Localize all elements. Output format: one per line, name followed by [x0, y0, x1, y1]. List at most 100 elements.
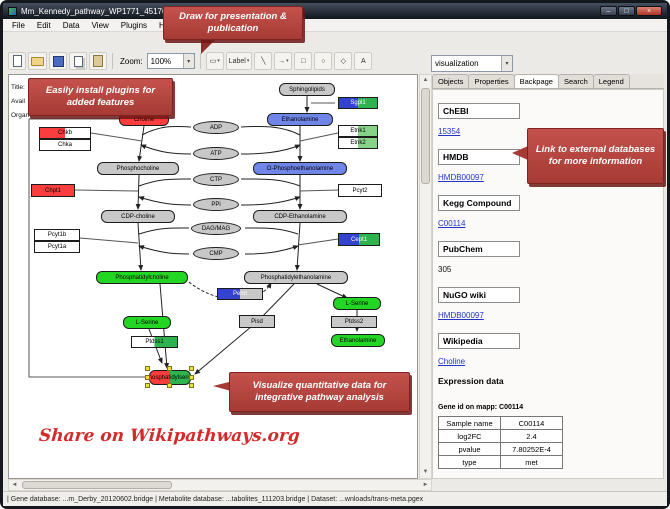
pathway-node-dag-mag[interactable]: DAG/MAG [191, 222, 241, 235]
menu-data[interactable]: Data [62, 20, 80, 30]
app-icon [8, 6, 17, 16]
tool-oval-button[interactable]: ○ [314, 52, 333, 70]
selection-handle[interactable] [167, 366, 172, 371]
open-button[interactable] [28, 52, 47, 70]
tool-connector-button[interactable]: →▾ [274, 52, 293, 70]
tab-backpage[interactable]: Backpage [513, 74, 559, 88]
pathway-node-phosphocholine[interactable]: Phosphocholine [97, 162, 179, 175]
tool-line-button[interactable]: ╲ [254, 52, 273, 70]
pathway-node-pisd[interactable]: Pisd [239, 315, 275, 328]
pathway-node-etnk1[interactable]: Etnk1 [338, 125, 378, 137]
database-link[interactable]: 15354 [438, 127, 461, 136]
close-button[interactable]: × [636, 6, 662, 16]
save-button[interactable] [49, 52, 67, 70]
tool-rectangle-button[interactable]: □ [294, 52, 313, 70]
selection-handle[interactable] [189, 383, 194, 388]
tool-shape-button[interactable]: ◇ [334, 52, 353, 70]
scroll-left-icon[interactable]: ◄ [11, 482, 18, 488]
maximize-button[interactable]: □ [618, 6, 635, 16]
pathway-node-pcyt1a[interactable]: Pcyt1a [34, 241, 80, 253]
database-link[interactable]: Choline [438, 357, 466, 366]
tab-objects[interactable]: Objects [432, 74, 470, 88]
zoom-combobox[interactable]: 100% ▾ [146, 53, 195, 69]
minimize-button[interactable]: – [600, 6, 617, 16]
pathway-node-phosphatidylcholine[interactable]: Phosphatidylcholine [96, 271, 188, 284]
horizontal-scrollbar[interactable]: ◄ ► [8, 479, 432, 491]
database-link[interactable]: C00114 [438, 219, 466, 228]
copy-button[interactable] [69, 52, 87, 70]
pathway-node-pcyt1b[interactable]: Pcyt1b [34, 229, 80, 241]
selection-handle[interactable] [167, 383, 172, 388]
tool-text-button[interactable]: A [354, 52, 373, 70]
database-link[interactable]: HMDB00097 [438, 173, 484, 182]
scroll-right-icon[interactable]: ► [422, 482, 429, 488]
new-button[interactable] [8, 52, 26, 70]
pathway-node-pcyt2[interactable]: Pcyt2 [338, 184, 382, 197]
selection-handle[interactable] [189, 374, 194, 380]
pathway-node-atp[interactable]: ATP [193, 147, 239, 160]
pathway-node-ptdss1[interactable]: Ptdss1 [131, 336, 178, 348]
pathway-node-sphingolipids[interactable]: Sphingolipids [279, 83, 335, 96]
expression-table-cell: met [500, 455, 563, 469]
window-title: Mm_Kennedy_pathway_WP1771_45176.gpml [21, 6, 186, 16]
connector-tool-icon: → [278, 57, 286, 65]
share-wikipathways-text: Share on Wikipathways.org [38, 426, 301, 446]
pathway-node-sgpl1[interactable]: Sgpl1 [338, 97, 378, 109]
paste-button[interactable] [89, 52, 107, 70]
pathway-node-chkb[interactable]: Chkb [39, 127, 91, 139]
menu-plugins[interactable]: Plugins [120, 20, 148, 30]
tab-search[interactable]: Search [557, 74, 594, 88]
status-bar: | Gene database: ...m_Derby_20120602.bri… [3, 491, 667, 506]
pathway-node-ethanolamine[interactable]: Ethanolamine [331, 334, 385, 347]
pathway-info-box: Title: Avail Organ [11, 81, 29, 123]
selection-handle[interactable] [145, 383, 150, 388]
tool-datanode-button[interactable]: ▭▾ [205, 52, 224, 70]
menu-view[interactable]: View [91, 20, 109, 30]
pathway-node-chka[interactable]: Chka [39, 139, 91, 151]
visualization-value: visualization [435, 59, 479, 68]
selection-handle[interactable] [145, 374, 150, 380]
pathway-node-etnk2[interactable]: Etnk2 [338, 137, 378, 149]
callout-external-databases: Link to external databases for more info… [527, 128, 664, 184]
pathway-node-l-serine[interactable]: L-Serine [123, 316, 171, 329]
pathway-node-ptdss2[interactable]: Ptdss2 [331, 316, 377, 328]
backpage-section-hmdb: HMDB HMDB00097 [438, 149, 520, 182]
menu-edit[interactable]: Edit [36, 20, 51, 30]
expression-table-cell: pvalue [438, 442, 501, 456]
database-header-chebi: ChEBI [438, 103, 520, 119]
tool-label-button[interactable]: Label▾ [225, 52, 253, 70]
scroll-up-icon[interactable]: ▲ [422, 77, 429, 83]
pathway-node-pemt[interactable]: Pemt [217, 288, 263, 300]
pathway-node-cdp-choline[interactable]: CDP-choline [101, 210, 175, 223]
database-link[interactable]: HMDB00097 [438, 311, 484, 320]
pathway-node-chpt1[interactable]: Chpt1 [31, 184, 75, 197]
tab-properties[interactable]: Properties [468, 74, 515, 88]
pathway-node-ppi[interactable]: PPi [193, 198, 239, 211]
vertical-scroll-thumb[interactable] [421, 88, 430, 184]
vertical-scrollbar[interactable]: ▲ ▼ [419, 74, 432, 479]
selection-handle[interactable] [189, 366, 194, 371]
info-organism-label: Organ [11, 112, 30, 119]
pathway-node-cdp-ethanolamine[interactable]: CDP-Ethanolamine [253, 210, 347, 223]
tab-legend[interactable]: Legend [592, 74, 630, 88]
pathway-node-adp[interactable]: ADP [193, 121, 239, 134]
pathway-node-phosphatidylethanolamine[interactable]: Phosphatidylethanolamine [244, 271, 348, 284]
pathway-node-cept1[interactable]: Cept1 [338, 233, 380, 246]
pathway-node-o-phosphoethanolamine[interactable]: O-Phosphoethanolamine [253, 162, 347, 175]
visualization-combobox[interactable]: visualization ▾ [431, 55, 513, 72]
selection-handle[interactable] [145, 366, 150, 371]
pathway-node-ctp[interactable]: CTP [193, 173, 239, 186]
pathway-node-ethanolamine[interactable]: Ethanolamine [267, 113, 333, 126]
database-header-kegg-compound: Kegg Compound [438, 195, 520, 211]
database-header-hmdb: HMDB [438, 149, 520, 165]
toolbar-separator [112, 53, 113, 69]
expression-table-cell: log2FC [438, 429, 501, 443]
pathway-node-l-serine[interactable]: L-Serine [333, 297, 381, 310]
pathway-node-cmp[interactable]: CMP [193, 247, 239, 260]
horizontal-scroll-thumb[interactable] [22, 481, 172, 489]
menu-file[interactable]: File [12, 20, 25, 30]
scroll-down-icon[interactable]: ▼ [422, 469, 429, 475]
